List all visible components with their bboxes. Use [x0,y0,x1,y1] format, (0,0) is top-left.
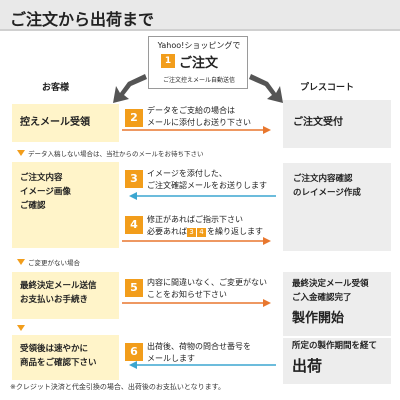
title-bar [0,0,400,31]
company-box-3-line1: 最終決定メール受領 [292,279,369,289]
triangle-down-icon [17,150,25,156]
company-box-2-line1: ご注文内容確認 [293,174,353,184]
left-arrow-icon-step6 [129,361,276,369]
step-badge-5: 5 [125,279,143,297]
step-3-line1: イメージを添付した、 [147,169,227,178]
note-no-change: ご変更がない場合 [28,259,80,267]
page-title: ご注文から出荷まで [10,10,155,29]
step-2-line1: データをご支給の場合は [147,106,235,115]
step-3-line2: ご注文確認メールをお送りします [147,181,267,190]
step-4-badge-4: 4 [197,228,206,237]
note-no-input: データ入稿しない場合は、当社からのメールをお待ち下さい [28,150,204,158]
down-arrow-icon-right [249,74,283,103]
order-box-line1: Yahoo!ショッピングで [157,41,241,50]
column-header-customer: お客様 [42,83,70,93]
company-box-1: ご注文受付 [283,100,391,148]
step-2-line2: メールに添付しお送り下さい [147,118,251,127]
company-box-4-big: 出荷 [292,357,323,375]
customer-box-2-line2: イメージ画像 [20,187,71,197]
left-arrow-icon-step3 [129,192,276,200]
order-box: Yahoo!ショッピングで 1 ご注文 ご注文控えメール自動送信 [148,36,248,89]
triangle-down-icon [17,325,25,331]
customer-box-3-line2: お支払いお手続き [20,295,89,305]
customer-box-4: 受領後は速やかに 商品をご確認下さい [12,335,119,380]
step-badge-3: 3 [125,170,143,188]
customer-box-2: ご注文内容 イメージ画像 ご確認 [12,162,119,248]
step-4-line1: 修正があればご指示下さい [147,215,243,224]
triangle-down-icon [17,259,25,265]
customer-box-1: 控えメール受領 [12,104,119,142]
customer-box-1-line1: 控えメール受領 [20,117,90,128]
column-header-company: プレスコート [300,83,355,93]
customer-box-4-line1: 受領後は速やかに [20,344,89,354]
footer-note: ※クレジット決済と代金引換の場合、出荷後のお支払いとなります。 [10,383,225,391]
company-box-3: 最終決定メール受領 ご入金確認完了 製作開始 [283,272,391,336]
step-badge-4: 4 [125,216,143,234]
step-badge-6: 6 [125,343,143,361]
company-box-2: ご注文内容確認 のレイメージ作成 [283,163,391,251]
down-arrow-icon-left [113,74,147,103]
step-5-line1: 内容に間違いなく、ご変更がない [147,278,267,287]
step-6-line1: 出荷後、荷物の問合せ番号を [147,342,251,351]
company-box-4: 所定の製作期間を経て 出荷 [283,338,391,384]
company-box-3-big: 製作開始 [292,311,345,326]
step-5-line2: ことをお知らせ下さい [147,290,227,299]
step-badge-2: 2 [125,109,143,127]
customer-box-2-line1: ご注文内容 [20,173,63,183]
step-badge-1: 1 [161,54,175,68]
company-box-2-line2: のレイメージ作成 [293,188,361,198]
order-box-line2: ご注文 [179,56,219,71]
customer-box-4-line2: 商品をご確認下さい [20,358,97,368]
order-box-line3: ご注文控えメール自動送信 [162,77,235,84]
step-6-line2: メールします [147,354,195,363]
company-box-3-line2: ご入金確認完了 [292,293,352,303]
customer-box-2-line3: ご確認 [20,201,46,211]
customer-box-3: 最終決定メール送信 お支払いお手続き [12,272,119,319]
company-box-4-line1: 所定の製作期間を経て [292,341,378,351]
customer-box-3-line1: 最終決定メール送信 [20,281,97,291]
right-arrow-icon-step5 [122,299,271,307]
company-box-1-line1: ご注文受付 [293,117,343,128]
right-arrow-icon-step2 [122,126,271,134]
right-arrow-icon-step4 [122,237,271,245]
step-4-badge-3: 3 [187,228,196,237]
step-4-line2-prefix: 必要あれば [147,227,187,236]
step-4-line2-suffix: を繰り返します [207,227,263,236]
